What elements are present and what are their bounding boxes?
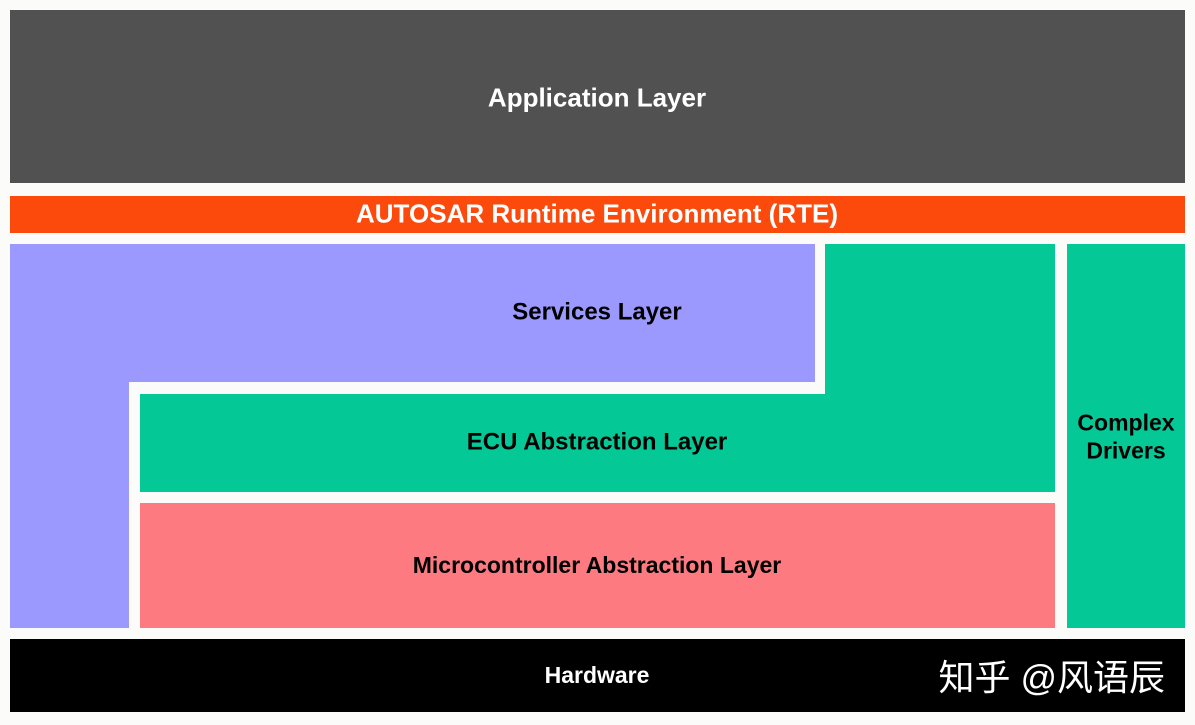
application-layer-box	[10, 10, 1185, 183]
hardware-bar	[10, 639, 1185, 712]
rte-label: AUTOSAR Runtime Environment (RTE)	[356, 198, 838, 229]
services-layer-label: Services Layer	[512, 298, 682, 326]
rte-band	[10, 196, 1185, 233]
hardware-label: Hardware	[544, 662, 650, 689]
ecu-abstraction-layer-label: ECU Abstraction Layer	[466, 428, 728, 456]
microcontroller-abstraction-layer-label: Microcontroller Abstraction Layer	[412, 552, 782, 579]
application-layer-label: Application Layer	[487, 82, 707, 113]
services-layer-horizontal	[10, 244, 815, 382]
watermark: 知乎 @风语辰	[938, 657, 1165, 698]
services-layer-vertical-column	[10, 244, 129, 628]
complex-drivers-box	[1067, 244, 1185, 628]
complex-drivers-label: Complex Drivers	[1077, 409, 1175, 463]
microcontroller-abstraction-layer-box	[140, 503, 1055, 628]
ecu-abstraction-layer-bar	[140, 394, 1055, 492]
